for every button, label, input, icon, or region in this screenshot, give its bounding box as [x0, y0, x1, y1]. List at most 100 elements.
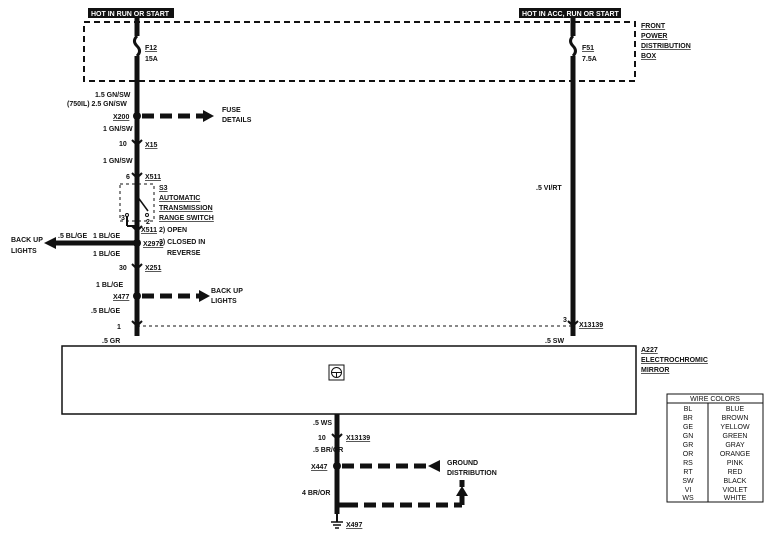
- wc-code-7: RS: [683, 460, 693, 467]
- connector-x2972: X2972: [143, 241, 163, 248]
- backup-lights-right-2: LIGHTS: [211, 298, 237, 305]
- connector-x497: X497: [346, 522, 362, 529]
- wire-label-blge-1: 1 BL/GE: [93, 233, 121, 240]
- wire-label-gr: .5 GR: [102, 338, 120, 345]
- ground-icon: [331, 514, 343, 529]
- switch-s3-pin2: 2: [146, 219, 150, 226]
- connector-x447: X447: [311, 464, 327, 471]
- connector-x511-pin: 6: [126, 174, 130, 181]
- connector-x251-pin: 30: [119, 265, 127, 272]
- switch-s3-note-2: 3) CLOSED IN: [159, 239, 205, 246]
- component-a227-id: A227: [641, 347, 658, 354]
- fuse-f51-rating: 7.5A: [582, 56, 597, 63]
- wire-colors-title: WIRE COLORS: [690, 396, 740, 403]
- wc-code-2: BR: [683, 415, 693, 422]
- switch-s3-id: S3: [159, 185, 168, 192]
- ground-distribution-label-2: DISTRIBUTION: [447, 470, 497, 477]
- wc-code-4: GN: [683, 433, 694, 440]
- svg-text:BOX: BOX: [641, 53, 657, 60]
- fuse-f51-id: F51: [582, 45, 594, 52]
- switch-s3-blade: [136, 195, 149, 212]
- fuse-f12-id: F12: [145, 45, 157, 52]
- splice-x200: [133, 112, 141, 120]
- switch-s3-name-3: RANGE SWITCH: [159, 215, 214, 222]
- wire-label-blge-05: .5 BL/GE: [91, 308, 121, 315]
- ground-distribution-label-1: GROUND: [447, 460, 478, 467]
- switch-s3-name-1: AUTOMATIC: [159, 195, 200, 202]
- connector-x15: X15: [145, 142, 158, 149]
- wc-name-6: ORANGE: [720, 451, 751, 458]
- fuse-box-label: FRONT POWER DISTRIBUTION BOX: [641, 23, 691, 60]
- connector-x13139-bot-pin: 10: [318, 435, 326, 442]
- switch-s3-note-3: REVERSE: [167, 250, 201, 257]
- wc-name-8: RED: [728, 469, 743, 476]
- connector-x511-b: X511: [141, 227, 157, 234]
- wc-name-5: GRAY: [725, 442, 745, 449]
- switch-s3-pin3: 3: [121, 215, 125, 222]
- component-a227-box: [61, 345, 637, 415]
- wire-label-bror-05: .5 BR/OR: [313, 447, 343, 454]
- ground-return-arrow: [456, 486, 468, 496]
- switch-s3-note-1: 2) OPEN: [159, 227, 187, 234]
- wc-name-10: VIOLET: [723, 487, 749, 494]
- wc-code-9: SW: [682, 478, 694, 485]
- connector-right-symbol: [567, 320, 579, 328]
- wc-name-2: BROWN: [722, 415, 749, 422]
- connector-x511: X511: [145, 174, 161, 181]
- header-right: HOT IN ACC, RUN OR START: [519, 8, 621, 18]
- wc-name-11: WHITE: [724, 495, 747, 502]
- wc-code-3: GE: [683, 424, 693, 431]
- switch-s3-contact-2: [145, 213, 149, 217]
- wire-label-gnsw-3: 1 GN/SW: [103, 158, 133, 165]
- backup-right-arrow: [199, 290, 210, 302]
- wire-label-gnsw-2: 1 GN/SW: [103, 126, 133, 133]
- connector-x15-pin: 10: [119, 141, 127, 148]
- switch-s3-name-2: TRANSMISSION: [159, 205, 213, 212]
- wire-label-gnsw-1: 1.5 GN/SW: [95, 92, 131, 99]
- backup-lights-left-1: BACK UP: [11, 237, 43, 244]
- wc-name-4: GREEN: [723, 433, 748, 440]
- splice-x477: [133, 292, 141, 300]
- wire-label-blge-3: 1 BL/GE: [96, 282, 124, 289]
- fuse-f12-symbol: [133, 34, 141, 58]
- connector-x15-symbol: [131, 139, 143, 147]
- backup-left-arrow: [44, 237, 56, 249]
- wc-code-8: RT: [683, 469, 693, 476]
- wire-label-ws: .5 WS: [313, 420, 332, 427]
- wire-label-gnsw-750il: (750IL) 2.5 GN/SW: [67, 101, 127, 108]
- wire-colors-legend: WIRE COLORS BL BLUE BR BROWN GE YELLOW G…: [666, 393, 764, 503]
- fuse-f51-symbol: [569, 34, 577, 58]
- mirror-icon: [328, 364, 345, 381]
- connector-left-symbol: [131, 320, 143, 328]
- ground-distribution-arrow: [428, 460, 440, 472]
- backup-lights-left-2: LIGHTS: [11, 248, 37, 255]
- wc-name-3: YELLOW: [720, 424, 750, 431]
- backup-lights-right-1: BACK UP: [211, 288, 243, 295]
- header-left: HOT IN RUN OR START: [88, 8, 174, 18]
- connector-x13139-bot: X13139: [346, 435, 370, 442]
- svg-text:DISTRIBUTION: DISTRIBUTION: [641, 43, 691, 50]
- connector-x251-symbol: [131, 263, 143, 271]
- connector-x13139-top-pin: 3: [563, 317, 567, 324]
- wc-code-1: BL: [684, 406, 693, 413]
- fuse-details-label-1: FUSE: [222, 107, 241, 114]
- header-right-text: HOT IN ACC, RUN OR START: [522, 11, 620, 18]
- connector-x511-b-symbol: [131, 225, 143, 233]
- wc-code-10: VI: [685, 487, 692, 494]
- wc-name-7: PINK: [727, 460, 744, 467]
- splice-x447: [333, 462, 341, 470]
- fuse-details-label-2: DETAILS: [222, 117, 252, 124]
- wire-label-blge-2: 1 BL/GE: [93, 251, 121, 258]
- connector-x477: X477: [113, 294, 129, 301]
- wc-code-6: OR: [683, 451, 694, 458]
- connector-x13139-top: X13139: [579, 322, 603, 329]
- component-a227-name-2: MIRROR: [641, 367, 669, 374]
- wire-label-blge-05-left: .5 BL/GE: [58, 233, 88, 240]
- connector-x511-symbol: [131, 172, 143, 180]
- wire-label-virt: .5 VI/RT: [536, 185, 562, 192]
- wc-name-9: BLACK: [724, 478, 747, 485]
- connector-left-pin: 1: [117, 324, 121, 331]
- header-left-text: HOT IN RUN OR START: [91, 11, 170, 18]
- connector-x251: X251: [145, 265, 161, 272]
